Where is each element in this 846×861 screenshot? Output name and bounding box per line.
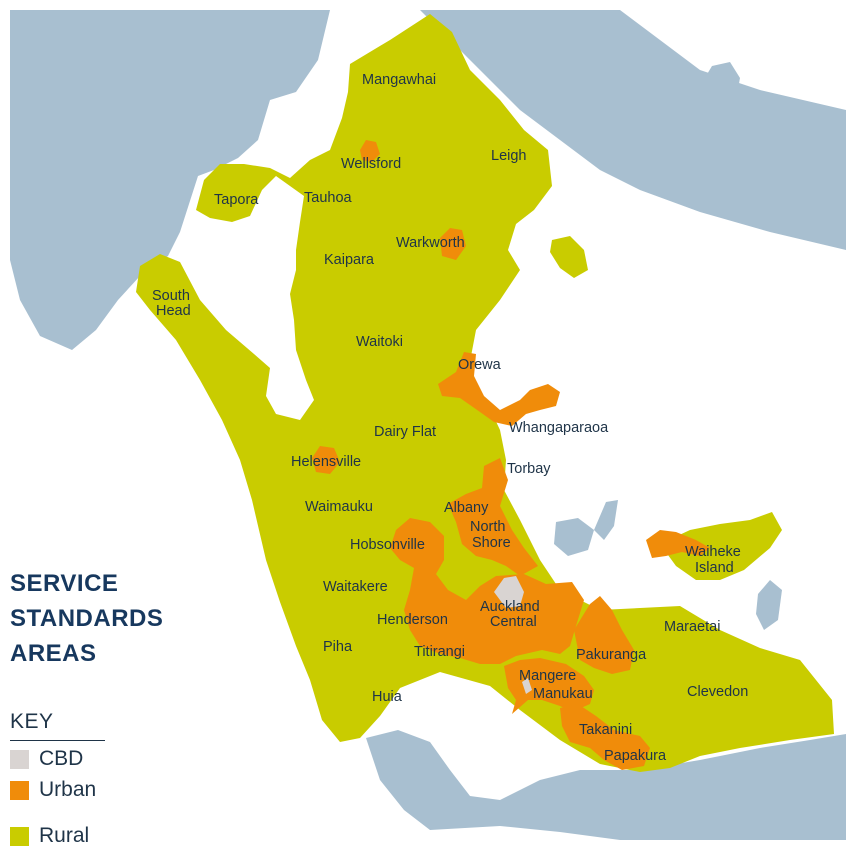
key-item-rural: Rural xyxy=(10,823,150,849)
label-warkworth: Warkworth xyxy=(396,235,465,251)
label-wellsford: Wellsford xyxy=(341,156,401,172)
label-orewa: Orewa xyxy=(458,357,502,373)
label-auckland-central-1: Auckland xyxy=(480,599,540,615)
map-title-line-2: STANDARDS xyxy=(10,605,164,632)
rural-leigh-peninsula xyxy=(550,236,588,278)
rural-areas xyxy=(136,14,834,772)
water-areas xyxy=(10,10,846,840)
label-clevedon: Clevedon xyxy=(687,684,748,700)
rural-mainland xyxy=(136,14,834,772)
label-whangaparaoa: Whangaparaoa xyxy=(509,420,609,436)
urban-wellsford xyxy=(360,140,380,162)
label-south-head-2: Head xyxy=(156,303,191,319)
water-island-ponui xyxy=(756,580,782,630)
map-title-line-1: SERVICE xyxy=(10,570,119,597)
key-label-urban: Urban xyxy=(39,778,97,801)
label-albany: Albany xyxy=(444,500,489,516)
label-kaipara: Kaipara xyxy=(324,252,375,268)
water-manukau-south xyxy=(366,730,846,840)
key-label-cbd: CBD xyxy=(39,747,84,770)
label-dairy-flat: Dairy Flat xyxy=(374,424,436,440)
label-waitoki: Waitoki xyxy=(356,334,403,350)
label-henderson: Henderson xyxy=(377,612,448,628)
water-northeast-sea xyxy=(420,10,846,250)
map-key: KEY CBD Urban Rural xyxy=(10,710,150,849)
label-mangawhai: Mangawhai xyxy=(362,72,436,88)
label-waimauku: Waimauku xyxy=(305,499,373,515)
label-tauhoa: Tauhoa xyxy=(304,190,353,206)
urban-swatch xyxy=(10,780,29,800)
map-title-line-3: AREAS xyxy=(10,640,97,667)
label-mangere: Mangere xyxy=(519,668,576,684)
label-huia: Huia xyxy=(372,689,403,705)
key-item-cbd: CBD xyxy=(10,746,150,772)
label-south-head-1: South xyxy=(152,288,190,304)
label-maraetai: Maraetai xyxy=(664,619,720,635)
label-hobsonville: Hobsonville xyxy=(350,537,425,553)
label-papakura: Papakura xyxy=(604,748,667,764)
urban-takanini-papakura xyxy=(560,704,650,770)
urban-orewa-whangaparaoa xyxy=(438,352,560,426)
rural-waiheke xyxy=(660,512,782,580)
label-pakuranga: Pakuranga xyxy=(576,647,647,663)
label-manukau: Manukau xyxy=(533,686,593,702)
label-torbay: Torbay xyxy=(507,461,551,477)
label-leigh: Leigh xyxy=(491,148,526,164)
map-title: SERVICE STANDARDS AREAS xyxy=(10,566,163,671)
label-waitakere: Waitakere xyxy=(323,579,388,595)
urban-mangere-manukau xyxy=(504,658,594,714)
label-auckland-central-2: Central xyxy=(490,614,537,630)
cbd-area-small xyxy=(522,678,532,694)
label-titirangi: Titirangi xyxy=(414,644,465,660)
label-waiheke-2: Island xyxy=(695,560,734,576)
urban-areas xyxy=(312,140,710,770)
key-label-rural: Rural xyxy=(39,824,90,847)
urban-helensville xyxy=(312,446,340,474)
cbd-swatch xyxy=(10,749,29,769)
label-helensville: Helensville xyxy=(291,454,361,470)
label-waiheke-1: Waiheke xyxy=(685,544,741,560)
label-north-shore-2: Shore xyxy=(472,535,511,551)
place-labels: Mangawhai Wellsford Leigh Tapora Tauhoa … xyxy=(152,72,748,764)
water-island-north xyxy=(700,62,740,110)
label-takanini: Takanini xyxy=(579,722,632,738)
label-north-shore-1: North xyxy=(470,519,505,535)
water-kaipara-harbour xyxy=(10,10,330,350)
key-item-urban: Urban xyxy=(10,777,150,803)
water-island-hauraki xyxy=(554,518,594,556)
water-island-rangitoto xyxy=(594,500,618,540)
cbd-area xyxy=(494,576,524,608)
urban-warkworth xyxy=(440,228,466,260)
label-tapora: Tapora xyxy=(214,192,259,208)
label-piha: Piha xyxy=(323,639,353,655)
urban-west-and-central xyxy=(390,518,584,664)
urban-waiheke xyxy=(646,530,710,558)
urban-north-shore xyxy=(448,458,538,576)
rural-swatch xyxy=(10,826,29,846)
urban-pakuranga xyxy=(574,596,634,674)
key-heading: KEY xyxy=(10,710,105,741)
